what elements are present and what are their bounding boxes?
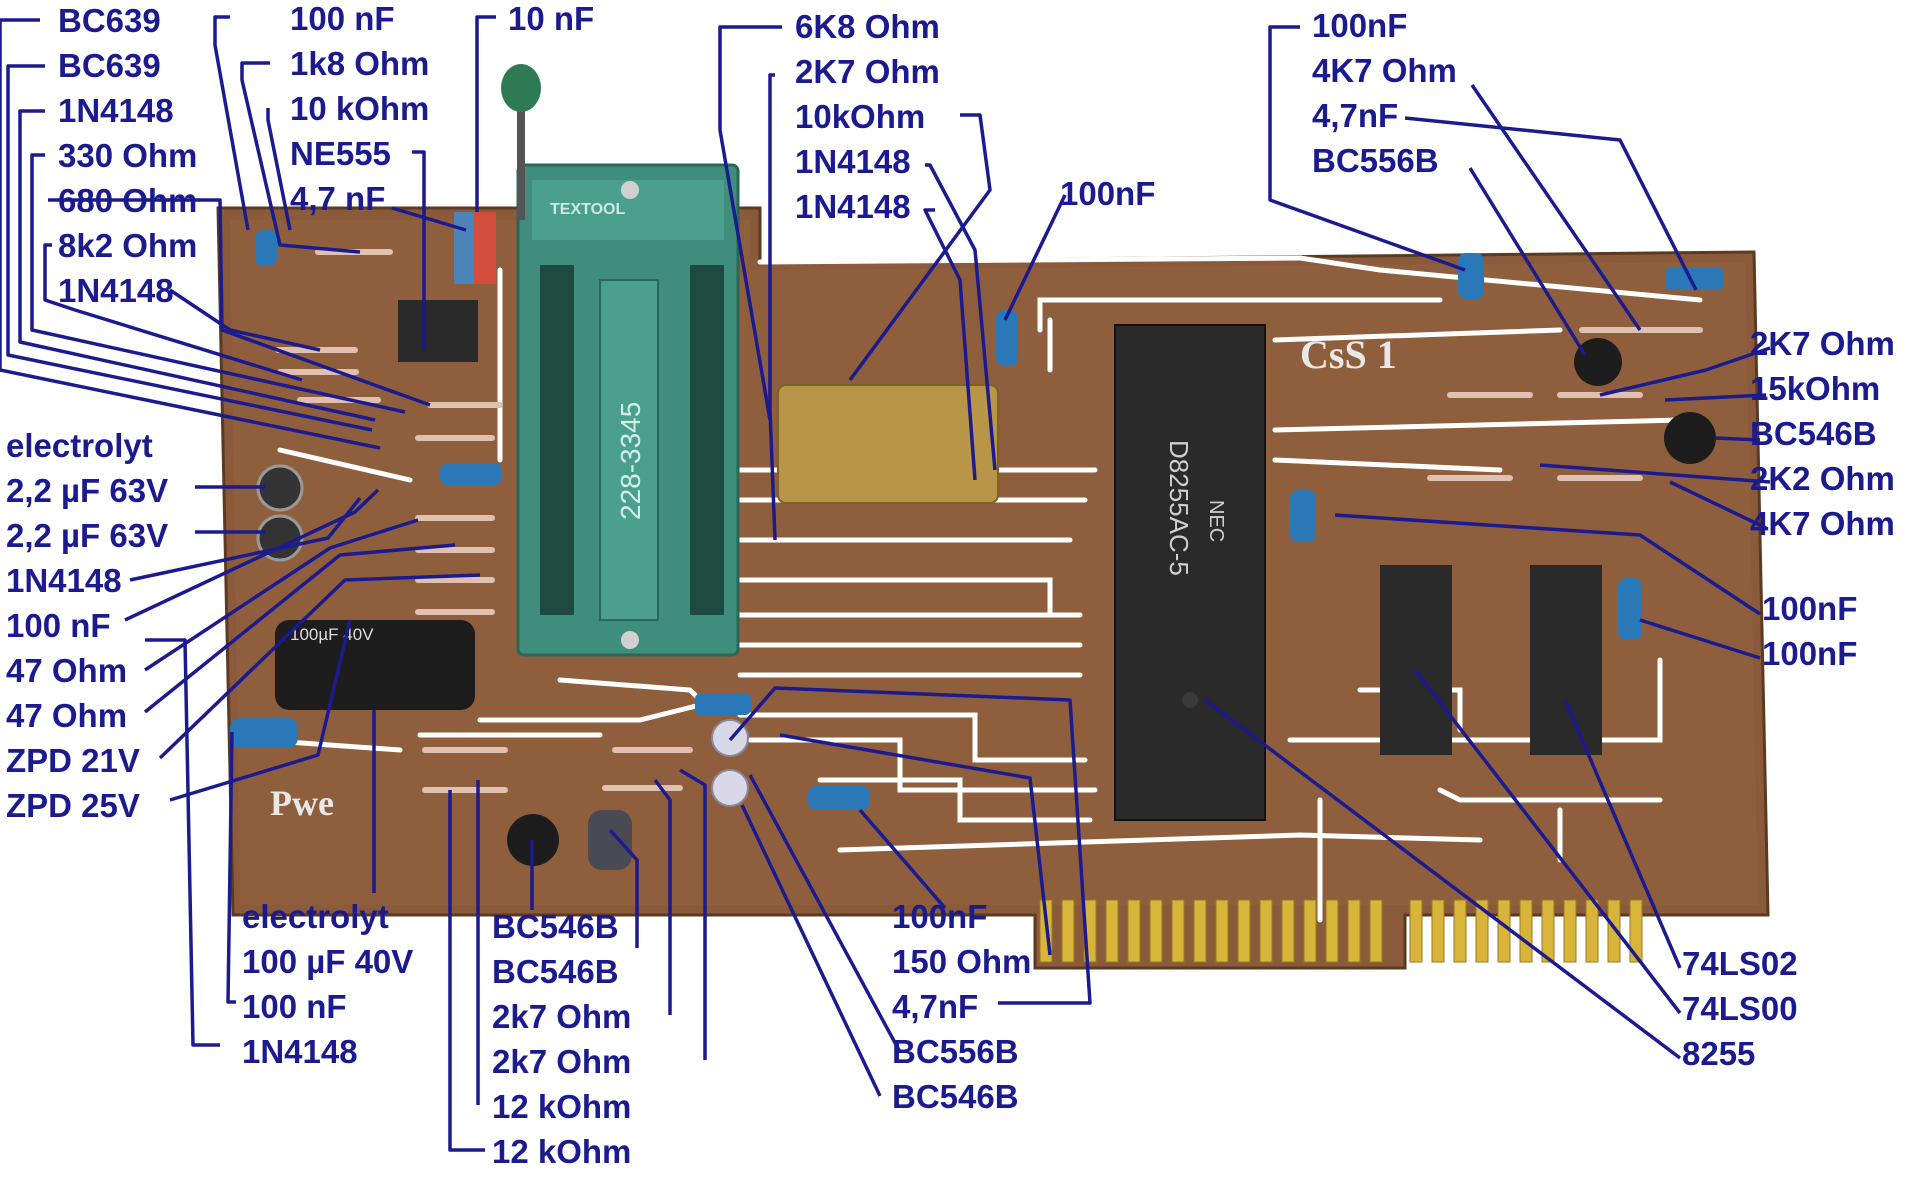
label-electrolyt-a: electrolyt: [6, 427, 153, 464]
label-100nf-r1: 100nF: [1762, 590, 1858, 627]
label-bc639-a: BC639: [58, 2, 161, 39]
label-15kohm: 15kOhm: [1750, 370, 1881, 407]
ic-brand: NEC: [1205, 500, 1227, 542]
label-1n4148-f: 1N4148: [242, 1033, 358, 1070]
label-2k7-ohm-b: 2k7 Ohm: [492, 1043, 632, 1080]
socket-brand: TEXTOOL: [550, 201, 625, 218]
label-4k7-ohm-tr: 4K7 Ohm: [1312, 52, 1457, 89]
label-bc546b-b: BC546B: [492, 953, 619, 990]
label-1n4148-d: 1N4148: [795, 143, 911, 180]
electrolyt-a-body: [256, 464, 304, 512]
label-100nf-left: 100 nF: [6, 607, 111, 644]
label-100nf-bm: 100nF: [892, 898, 988, 935]
label-1n4148-c: 1N4148: [6, 562, 122, 599]
label-12-kohm-b: 12 kOhm: [492, 1133, 632, 1170]
socket-part: 228-3345: [615, 402, 646, 520]
label-cap-100u: 100 µF 40V: [242, 943, 414, 980]
label-2k7-ohm-top: 2K7 Ohm: [795, 53, 940, 90]
label-bc639-b: BC639: [58, 47, 161, 84]
label-4u7nf-top: 4,7 nF: [290, 180, 386, 217]
label-100nf-bot: 100 nF: [242, 988, 347, 1025]
label-12-kohm-a: 12 kOhm: [492, 1088, 632, 1125]
silk-bottom: Pwe: [270, 783, 334, 823]
label-74ls02: 74LS02: [1682, 945, 1798, 982]
label-2k7-ohm-a: 2k7 Ohm: [492, 998, 632, 1035]
label-2k7-ohm-r: 2K7 Ohm: [1750, 325, 1895, 362]
label-680-ohm: 680 Ohm: [58, 182, 198, 219]
label-47-ohm-a: 47 Ohm: [6, 652, 128, 689]
label-zpd-21v: ZPD 21V: [6, 742, 140, 779]
label-1n4148-e: 1N4148: [795, 188, 911, 225]
label-bc556b-tr: BC556B: [1312, 142, 1439, 179]
label-ne555: NE555: [290, 135, 391, 172]
label-100nf-top: 100 nF: [290, 0, 395, 37]
label-100nf-mid: 100nF: [1060, 175, 1156, 212]
zif-lever: [501, 64, 541, 220]
label-10-kohm: 10 kOhm: [290, 90, 430, 127]
label-150-ohm: 150 Ohm: [892, 943, 1032, 980]
label-10nf: 10 nF: [508, 0, 595, 37]
label-4k7-ohm-r: 4K7 Ohm: [1750, 505, 1895, 542]
label-1n4148-a: 1N4148: [58, 92, 174, 129]
label-47-ohm-b: 47 Ohm: [6, 697, 128, 734]
label-bc546b-bm: BC546B: [892, 1078, 1019, 1115]
silk-top: CsS 1: [1300, 332, 1397, 377]
label-4n7f-bm: 4,7nF: [892, 988, 979, 1025]
label-cap-2u2-b: 2,2 µF 63V: [6, 517, 169, 554]
label-bc546b-r: BC546B: [1750, 415, 1877, 452]
label-zpd-25v: ZPD 25V: [6, 787, 140, 824]
label-6k8-ohm: 6K8 Ohm: [795, 8, 940, 45]
label-bc546b-a: BC546B: [492, 908, 619, 945]
label-1k8-ohm: 1k8 Ohm: [290, 45, 430, 82]
label-cap-2u2-a: 2,2 µF 63V: [6, 472, 169, 509]
label-330-ohm: 330 Ohm: [58, 137, 198, 174]
label-74ls00: 74LS00: [1682, 990, 1798, 1027]
label-2k2-ohm: 2K2 Ohm: [1750, 460, 1895, 497]
electrolyt-b-body: [256, 514, 304, 562]
label-1n4148-b: 1N4148: [58, 272, 174, 309]
label-8255: 8255: [1682, 1035, 1756, 1072]
chip-74ls00: [1380, 565, 1452, 755]
electrolyt-marking: 100µF 40V: [290, 625, 374, 644]
label-4n7f-tr: 4,7nF: [1312, 97, 1399, 134]
label-100nf-r2: 100nF: [1762, 635, 1858, 672]
ic-marking: D8255AC-5: [1164, 440, 1194, 576]
label-100nf-tr: 100nF: [1312, 7, 1408, 44]
chip-ne555: [398, 300, 478, 362]
potted-block: [777, 384, 999, 504]
zif-socket: [516, 163, 740, 657]
label-10kohm-b: 10kOhm: [795, 98, 926, 135]
chip-74ls02: [1530, 565, 1602, 755]
label-bc556b-bm: BC556B: [892, 1033, 1019, 1070]
film-cap-blue: [454, 212, 474, 284]
film-cap-red: [472, 212, 496, 284]
label-electrolyt-b: electrolyt: [242, 898, 389, 935]
label-8k2-ohm: 8k2 Ohm: [58, 227, 198, 264]
